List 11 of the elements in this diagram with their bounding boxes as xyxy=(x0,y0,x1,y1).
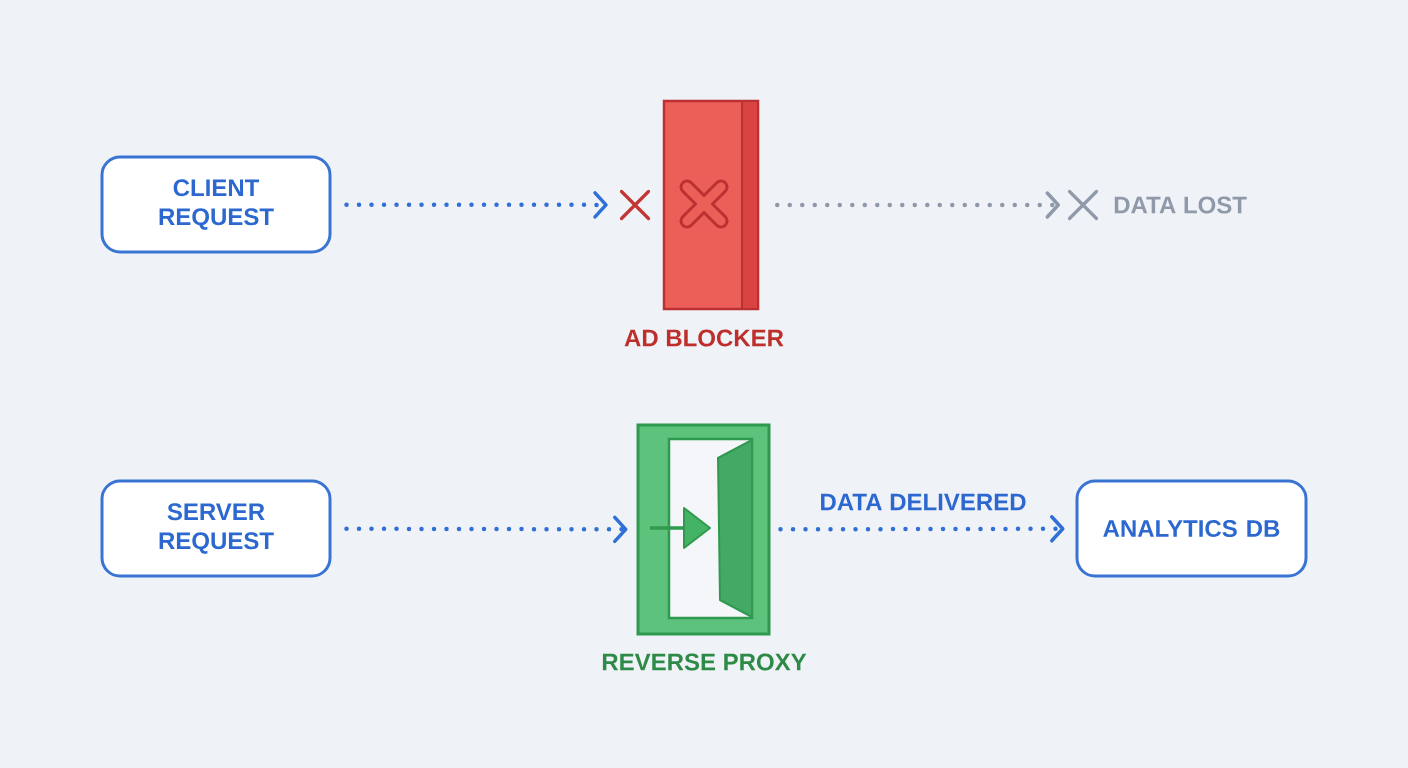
arrow xyxy=(344,515,628,544)
arrow xyxy=(778,515,1065,543)
process-box: SERVER REQUEST xyxy=(100,479,332,578)
node-caption: AD BLOCKER xyxy=(624,329,784,347)
edge-label: DATA DELIVERED xyxy=(816,490,1030,514)
arrow xyxy=(344,191,608,219)
process-box: ANALYTICS DB xyxy=(1075,479,1308,578)
status-text: DATA LOST xyxy=(1114,196,1247,214)
process-box: CLIENT REQUEST xyxy=(100,155,332,254)
node-caption: REVERSE PROXY xyxy=(602,653,807,671)
arrow xyxy=(775,191,1060,219)
